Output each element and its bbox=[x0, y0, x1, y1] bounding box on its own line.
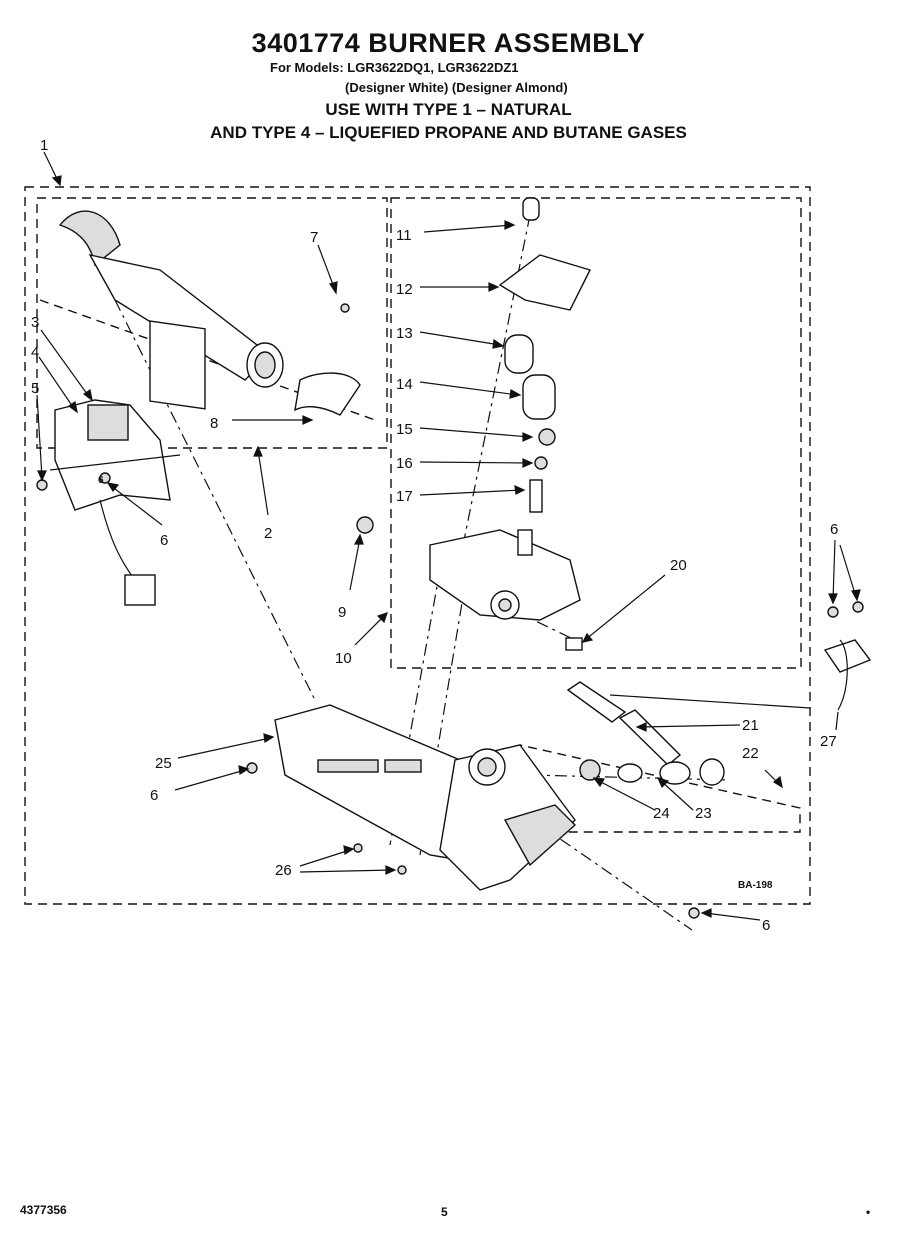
assembly-boundary bbox=[24, 186, 811, 905]
callout-6: 6 bbox=[762, 917, 770, 934]
gas-type-line-1: USE WITH TYPE 1 – NATURAL bbox=[325, 100, 572, 119]
model-numbers: For Models: LGR3622DQ1, LGR3622DZ1 bbox=[270, 60, 519, 75]
callout-numbers: 1 2 3 4 5 6 6 6 6 6 7 8 9 10 11 12 13 14… bbox=[31, 137, 838, 934]
callout-8: 8 bbox=[210, 415, 218, 432]
document-number: 4377356 bbox=[20, 1203, 67, 1217]
orifice-group-boundary bbox=[454, 744, 801, 833]
valve-stack bbox=[498, 197, 591, 513]
igniter-tube bbox=[58, 210, 361, 416]
diagram-code: BA-198 bbox=[738, 880, 773, 891]
nut bbox=[356, 516, 374, 534]
callout-13: 13 bbox=[396, 325, 413, 342]
callout-6: 6 bbox=[160, 532, 168, 549]
screw bbox=[353, 843, 363, 853]
gasket bbox=[565, 637, 583, 651]
callout-9: 9 bbox=[338, 604, 346, 621]
callout-21: 21 bbox=[742, 717, 759, 734]
centerline bbox=[491, 599, 576, 641]
callout-16: 16 bbox=[396, 455, 413, 472]
callout-17: 17 bbox=[396, 488, 413, 505]
centerline bbox=[539, 824, 693, 931]
callout-6: 6 bbox=[98, 475, 104, 486]
gas-pipe bbox=[566, 681, 682, 766]
gas-valve bbox=[429, 529, 581, 621]
callout-7: 7 bbox=[310, 229, 318, 246]
callout-26: 26 bbox=[275, 862, 292, 879]
callout-2: 2 bbox=[264, 525, 272, 542]
page-title: 3401774 BURNER ASSEMBLY bbox=[251, 28, 646, 58]
screw bbox=[99, 472, 111, 484]
igniter-bracket bbox=[49, 399, 181, 606]
callout-1: 1 bbox=[40, 137, 48, 154]
burner-base bbox=[274, 704, 577, 891]
screw bbox=[397, 865, 407, 875]
callout-27: 27 bbox=[820, 733, 837, 750]
callout-5: 5 bbox=[31, 380, 39, 397]
valve-group-boundary bbox=[390, 197, 802, 669]
screw bbox=[246, 762, 258, 774]
callout-22: 22 bbox=[742, 745, 759, 762]
callout-15: 15 bbox=[396, 421, 413, 438]
pipe-clamp bbox=[823, 601, 872, 711]
callout-20: 20 bbox=[670, 557, 687, 574]
gas-type-line-2: AND TYPE 4 – LIQUEFIED PROPANE AND BUTAN… bbox=[210, 123, 687, 142]
callout-24: 24 bbox=[653, 805, 670, 822]
callout-6: 6 bbox=[830, 521, 838, 538]
corner-mark: • bbox=[866, 1205, 871, 1219]
callout-4: 4 bbox=[31, 344, 39, 361]
leader-lines bbox=[36, 151, 861, 921]
orifice-parts bbox=[579, 758, 725, 786]
callout-10: 10 bbox=[335, 650, 352, 667]
screw bbox=[340, 303, 350, 313]
callout-6: 6 bbox=[150, 787, 158, 804]
screw bbox=[36, 479, 48, 491]
callout-23: 23 bbox=[695, 805, 712, 822]
callout-3: 3 bbox=[31, 314, 39, 331]
model-finishes: (Designer White) (Designer Almond) bbox=[345, 80, 568, 95]
screw bbox=[688, 907, 700, 919]
callout-14: 14 bbox=[396, 376, 413, 393]
callout-11: 11 bbox=[396, 227, 412, 244]
callout-12: 12 bbox=[396, 281, 413, 298]
page-number: 5 bbox=[441, 1205, 448, 1219]
centerline bbox=[459, 214, 531, 561]
callout-25: 25 bbox=[155, 755, 172, 772]
